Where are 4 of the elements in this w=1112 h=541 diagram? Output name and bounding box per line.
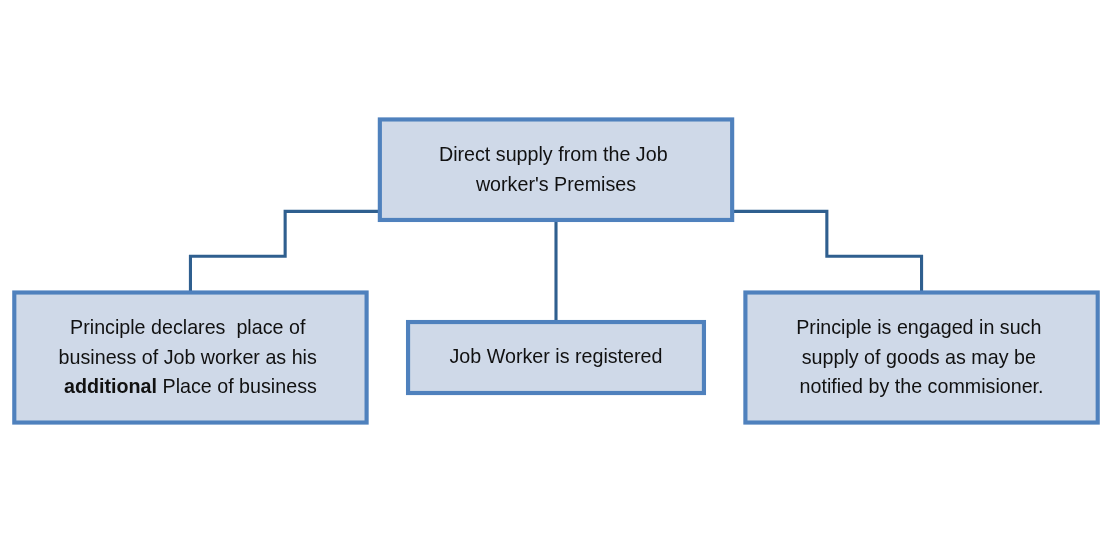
node-box: Direct supply from the Job worker's Premises [377,116,735,222]
node-box: Job Worker is registered [406,319,707,395]
node-box: Principle declares place of business of Job worker as his additional Place of business [12,289,369,425]
node-box: Principle is engaged in such supply of goods as may be notified by the commisioner. [743,289,1100,425]
